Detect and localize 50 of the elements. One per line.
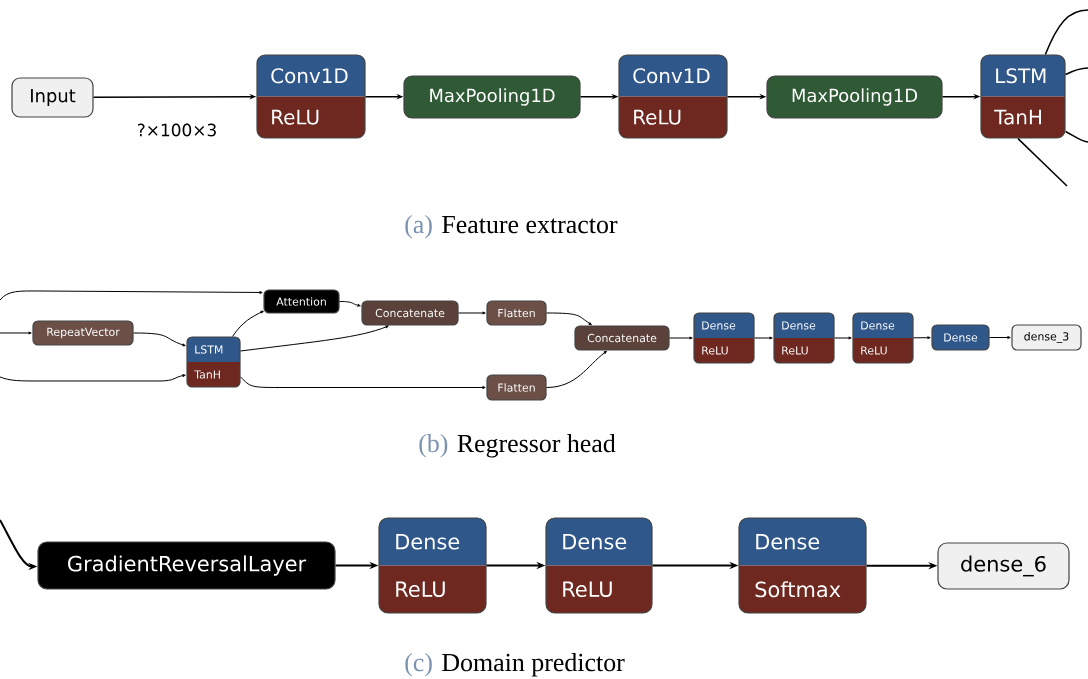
layer-box: Dense: [931, 324, 990, 351]
connector-line: [1044, 9, 1088, 56]
layer-box: MaxPooling1D: [766, 75, 943, 119]
layer-box: Concatenate: [574, 325, 670, 351]
layer-box: Flatten: [486, 300, 547, 326]
caption: Regressor head: [457, 434, 616, 458]
arrow: [240, 325, 389, 352]
connector-line: [1064, 130, 1088, 143]
layer-box: Dense Softmax: [738, 517, 867, 614]
layer-box: dense_3: [1011, 324, 1082, 351]
arrow: [546, 312, 592, 326]
layer-box: Input: [11, 77, 94, 118]
caption-letter: (b): [419, 434, 448, 458]
arrow: [913, 336, 931, 340]
layer-box: Concatenate: [361, 300, 459, 326]
layer-box: dense_6: [937, 542, 1070, 590]
connector-line: [1064, 67, 1088, 76]
layer-box: Dense ReLU: [773, 312, 835, 364]
arrow: [0, 374, 186, 382]
connector-line: [1017, 137, 1068, 187]
caption-letter: (c): [405, 653, 432, 677]
arrow: [458, 311, 486, 315]
arrow: [754, 336, 773, 340]
layer-box: Dense ReLU: [545, 517, 653, 614]
layer-box: Conv1D ReLU: [618, 54, 728, 139]
layer-box: GradientReversalLayer: [37, 541, 336, 590]
arrow: [232, 310, 264, 337]
arrow: [339, 301, 361, 307]
layer-box: Conv1D ReLU: [256, 54, 366, 139]
layer-box: Flatten: [486, 374, 547, 401]
caption: Feature extractor: [442, 216, 618, 234]
arrow: [834, 336, 852, 340]
layer-box: Attention: [263, 289, 340, 314]
layer-box: Dense ReLU: [693, 312, 755, 364]
layer-box: LSTM TanH: [980, 54, 1066, 139]
arrow: [133, 332, 186, 347]
arrow: [546, 350, 607, 388]
arrow: [240, 376, 486, 389]
caption-letter: (a): [405, 215, 432, 239]
arrow: [989, 336, 1011, 339]
layer-box: LSTM TanH: [186, 336, 241, 388]
layer-box: Dense ReLU: [378, 517, 487, 614]
layer-box: Dense ReLU: [852, 312, 914, 364]
layer-box: RepeatVector: [32, 320, 134, 346]
arrow: [669, 336, 693, 340]
layer-box: MaxPooling1D: [403, 75, 581, 119]
caption: Domain predictor: [442, 653, 625, 677]
edge-label: ?×100×3: [135, 122, 219, 138]
arrow: [0, 290, 263, 301]
arrow: [0, 331, 32, 335]
